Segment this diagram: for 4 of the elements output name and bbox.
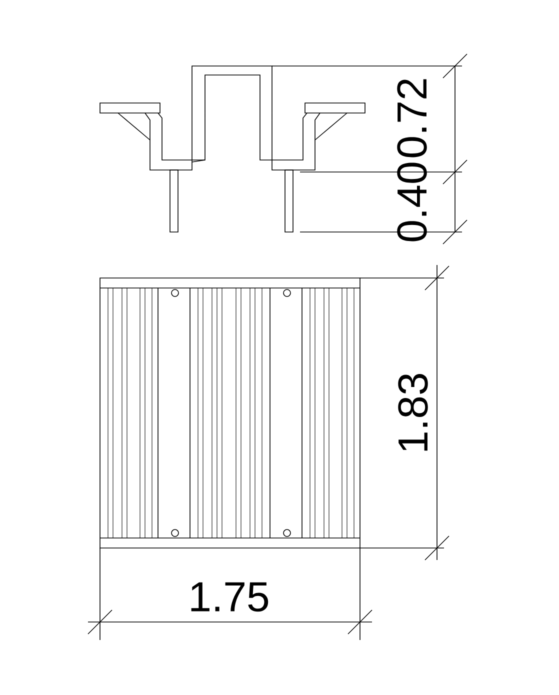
dimension-label: 1.75 — [191, 582, 268, 612]
dimension-label: 0.72 — [397, 79, 427, 158]
dimension-label: 0.40 — [397, 162, 427, 242]
dimension-label: 1.83 — [398, 374, 428, 451]
